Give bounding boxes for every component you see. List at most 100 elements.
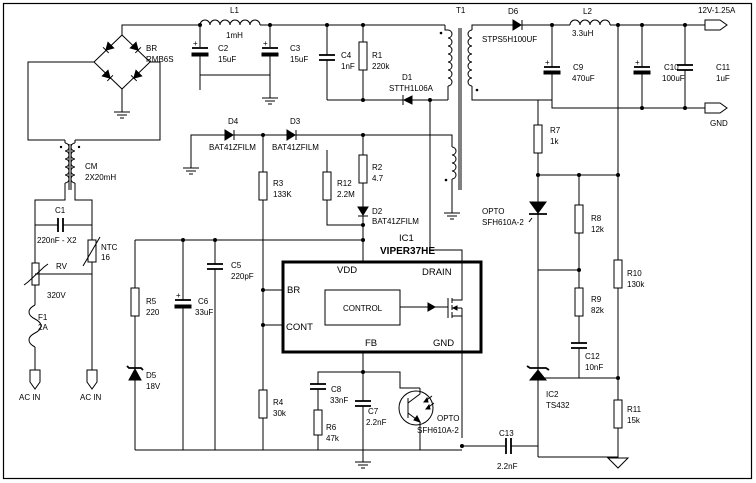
F1-ref: F1 [38,313,48,322]
C8-value: 33nF [330,396,348,405]
input-section: BR RMB6S CM 2X20mH C1 220 [19,24,200,402]
D2-ref: D2 [372,207,383,216]
R8-ref: R8 [591,214,602,223]
C4-ref: C4 [341,51,352,60]
resistor-R3: R3 133K [258,135,292,390]
R11-ref: R11 [627,405,642,414]
optocoupler-led-top: OPTO SFH610A-2 [482,201,547,270]
R1-ref: R1 [372,51,383,60]
secondary-ground-symbol [606,457,630,469]
C3-ref: C3 [290,44,301,53]
capacitor-C12: C12 10nF [571,342,603,378]
resistor-R9: R9 82k [574,287,605,343]
bridge-rectifier-BR: BR RMB6S [93,34,174,90]
IC1-control-block: CONTROL [343,304,383,313]
ac-in-label-2: AC IN [80,393,102,402]
zener-diode-D5: D5 18V [126,365,161,450]
C4-value: 1nF [341,62,355,71]
CM-ref: CM [85,162,98,171]
capacitor-C1: C1 220nF - X2 [35,206,92,245]
R6-ref: R6 [326,423,337,432]
R7-value: 1k [550,137,559,146]
IC1-part: VIPER37HE [380,246,435,257]
R6-value: 47k [326,434,340,443]
thermistor-NTC: NTC 16 [82,236,118,267]
opto-top-value: SFH610A-2 [482,218,524,227]
C12-value: 10nF [585,363,603,372]
R11-value: 15k [627,416,641,425]
diode-D4: D4 BAT41ZFILM [209,117,287,152]
T1-ref: T1 [456,6,466,15]
ac-in-label-1: AC IN [19,393,41,402]
R9-value: 82k [591,306,605,315]
shunt-regulator-IC2: IC2 TS432 [526,270,570,457]
D2-value: BAT41ZFILM [372,217,419,226]
C7-value: 2.2nF [366,418,387,427]
R4-ref: R4 [273,398,284,407]
IC1-pin-cont: CONT [286,322,313,333]
IC1-pin-gnd: GND [433,338,454,349]
D6-ref: D6 [508,7,519,16]
R5-ref: R5 [146,297,157,306]
D6-value: STPS5H100UF [482,35,537,44]
capacitor-C2: C2 15uF + [191,25,236,90]
inductor-L2: L2 3.3uH [569,7,611,38]
auxiliary-section: D4 BAT41ZFILM D3 BAT41ZFILM R3 133K R12 [126,98,539,471]
D1-value: STTH1L06A [389,84,434,93]
ground-symbol-C3 [262,97,278,105]
IC1-pin-br: BR [287,285,300,296]
capacitor-C7: C7 2.2nF [355,372,387,462]
D4-ref: D4 [228,117,239,126]
resistor-R7: R7 1k [533,110,561,200]
resistor-R6: R6 47k [313,409,340,450]
capacitor-C3: C3 15uF + [261,25,308,98]
L2-ref: L2 [583,7,592,16]
optocoupler-transistor-bottom: OPTO SFH610A-2 [363,371,460,450]
ground-symbol-primary [355,461,371,469]
R5-value: 220 [146,308,160,317]
vout-connector: 12V-1.25A [698,6,736,31]
R12-value: 2.2M [337,190,355,199]
IC1-pin-drain: DRAIN [422,267,452,278]
L2-value: 3.3uH [572,29,594,38]
ground-symbol-D4 [183,167,199,175]
R3-ref: R3 [273,179,284,188]
opto-bottom-ref: OPTO [437,414,460,423]
C1-value: 220nF - X2 [37,236,77,245]
capacitor-C11: C11 1uF [677,25,731,108]
IC1-pin-fb: FB [365,338,377,349]
transformer-T1: T1 [383,6,530,220]
CM-value: 2X20mH [85,173,116,182]
gnd-label: GND [710,119,728,128]
resistor-R2: R2 4.7 [358,135,384,207]
NTC-value: 16 [101,253,110,262]
C10-value: 100uF [662,74,685,83]
resistor-R1: R1 220k [358,25,390,100]
resistor-R4: R4 30k [258,389,287,450]
ic-IC1-viper37he: IC1 VIPER37HE VDD DRAIN BR CONT FB GND C… [281,233,483,354]
C7-ref: C7 [368,407,379,416]
C10-plus: + [635,58,640,67]
R4-value: 30k [273,409,287,418]
BR-ref: BR [146,44,157,53]
IC1-pin-vdd: VDD [337,265,357,276]
primary-filter: L1 1mH C2 15uF + C3 15uF + [191,6,448,105]
R8-value: 12k [591,225,605,234]
opto-bottom-value: SFH610A-2 [417,426,459,435]
C11-ref: C11 [716,63,731,72]
C5-ref: C5 [231,261,242,270]
capacitor-C13: C13 2.2nF [462,429,539,471]
C3-value: 15uF [290,55,308,64]
R9-ref: R9 [591,295,602,304]
R3-value: 133K [273,190,292,199]
C12-ref: C12 [585,352,600,361]
output-section: D6 STPS5H100UF L2 3.3uH 12V-1.25A + C9 4… [482,6,736,469]
R10-ref: R10 [627,269,642,278]
capacitor-C5: C5 220pF [207,240,254,450]
C11-value: 1uF [716,74,730,83]
C13-ref: C13 [499,429,514,438]
IC2-value: TS432 [546,401,570,410]
NTC-ref: NTC [101,243,118,252]
